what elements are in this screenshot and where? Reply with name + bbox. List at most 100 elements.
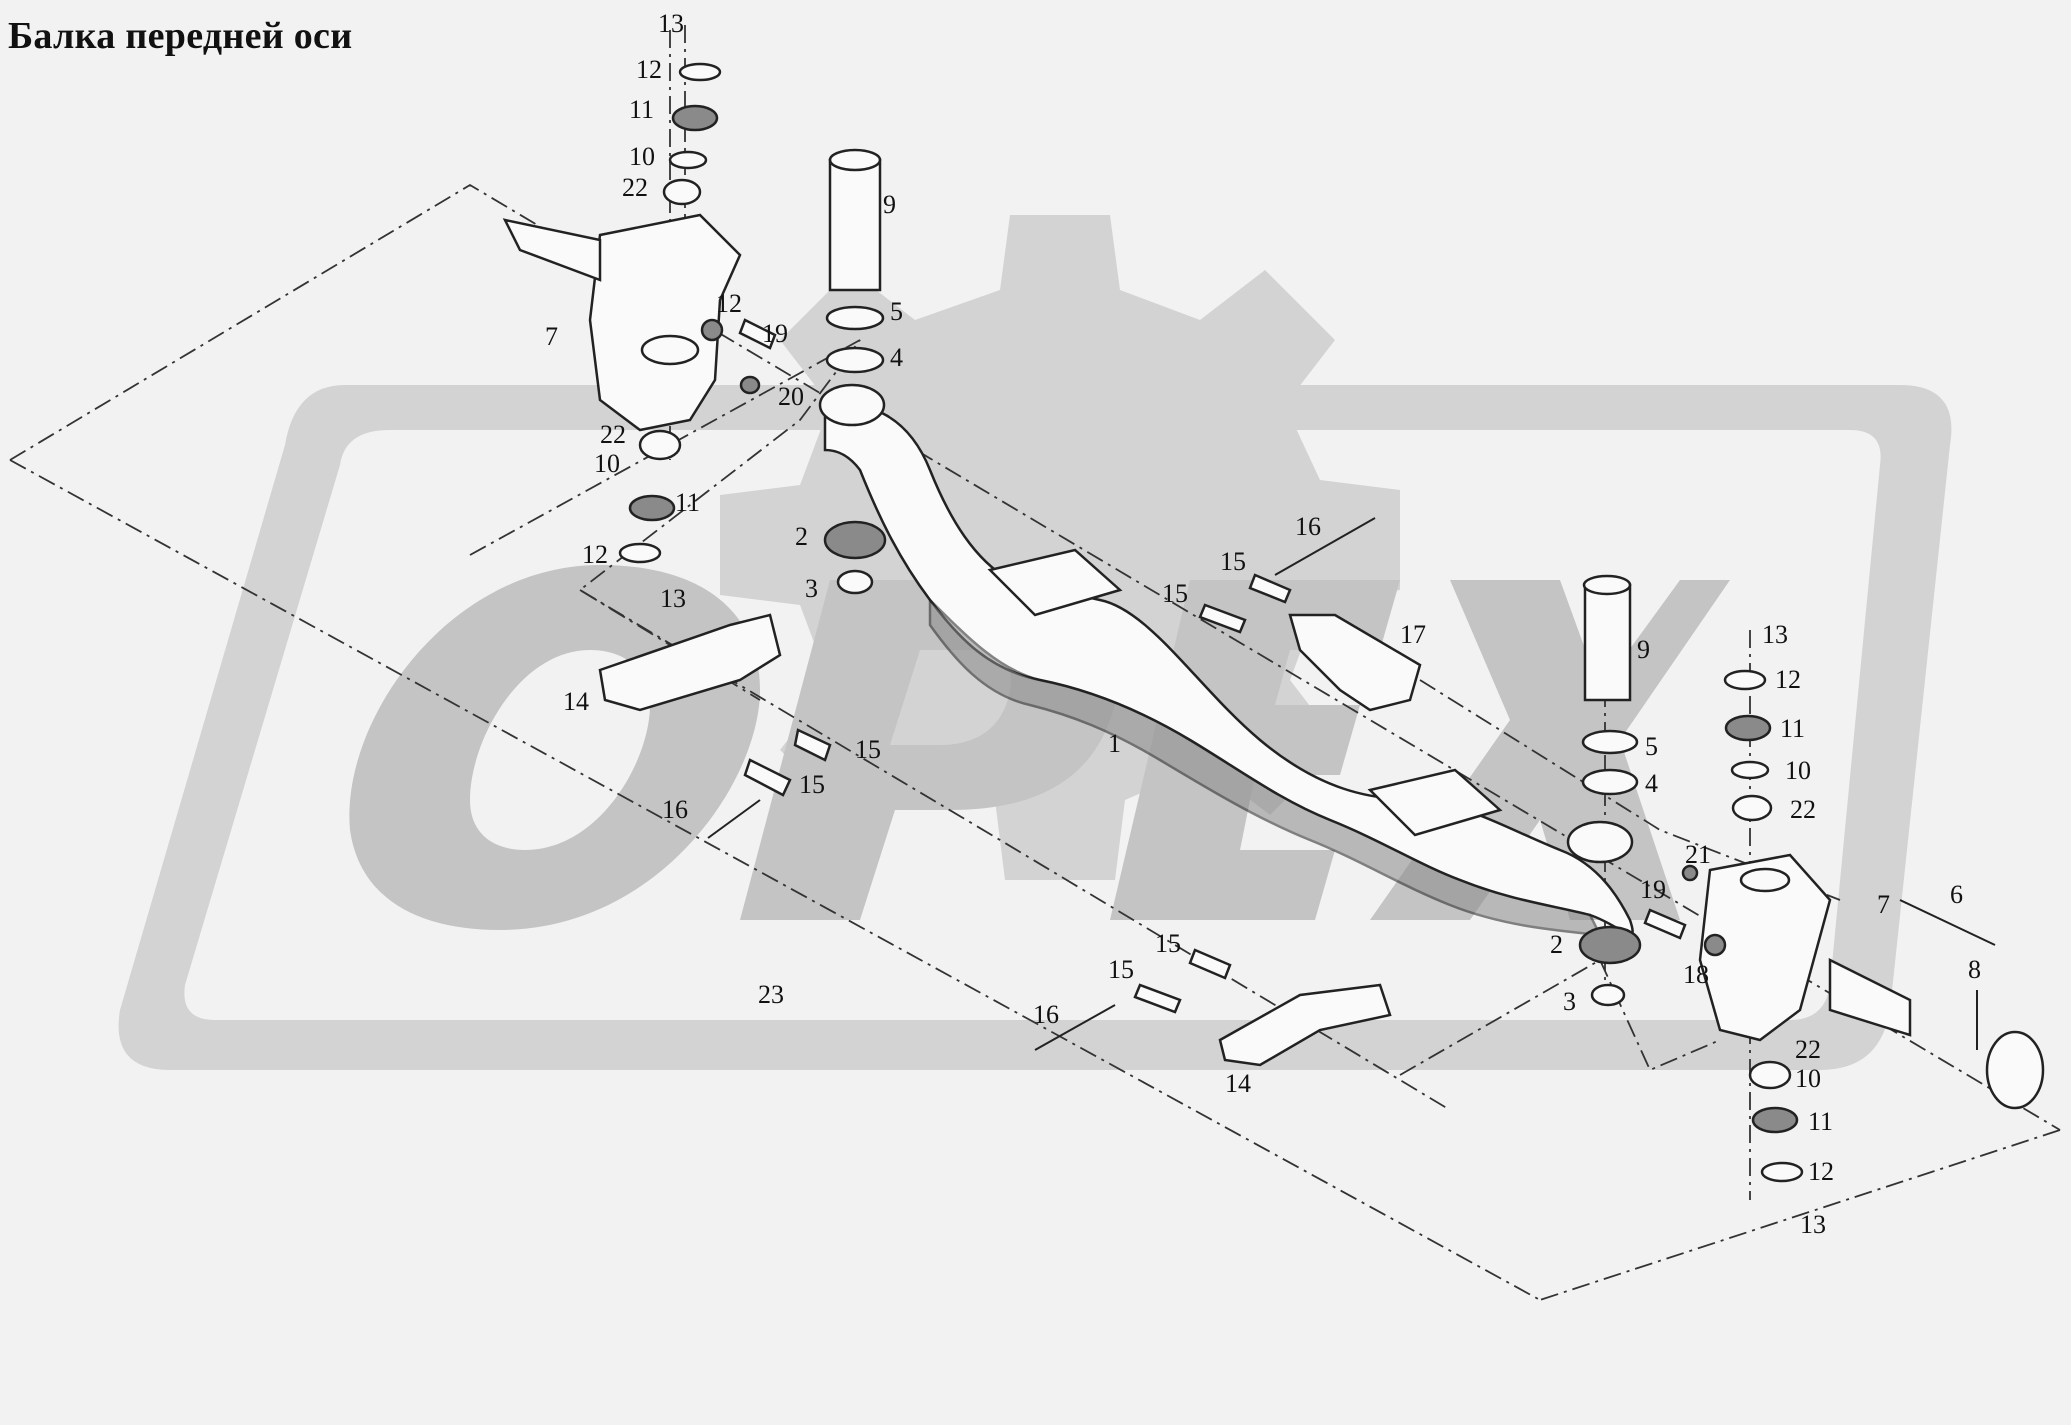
steering-knuckles: [502, 213, 1912, 1042]
leader-16-left: [707, 799, 761, 839]
grease-nipple-21: [1681, 864, 1699, 882]
callout-13: 13: [1800, 1210, 1826, 1239]
bolt-15-a: [793, 728, 832, 762]
callout-23: 23: [758, 980, 784, 1009]
front-axle-beam: [818, 383, 1634, 937]
bolts: [700, 318, 1727, 1014]
callout-22: 22: [1795, 1035, 1821, 1064]
kingpin-right-top: [1582, 574, 1632, 596]
knuckle-right-bore: [1739, 867, 1791, 893]
callout-16: 16: [1295, 512, 1321, 541]
callout-22: 22: [600, 420, 626, 449]
callout-4: 4: [1645, 769, 1658, 798]
callout-13: 13: [658, 9, 684, 38]
steering-arm-14-right: [1218, 983, 1392, 1067]
bolt-15-d: [1248, 573, 1292, 604]
axis-frame-right: [1539, 1129, 2061, 1301]
bush-22-right-bottom: [1748, 1060, 1792, 1090]
bolt-19-left: [738, 318, 777, 350]
bolt-15-b: [743, 758, 792, 797]
ring-10-right-top: [1730, 760, 1770, 780]
ring-10-top-left: [668, 150, 708, 170]
leader-16-top: [1274, 517, 1376, 576]
callout-6: 6: [1950, 880, 1963, 909]
callout-5: 5: [1645, 732, 1658, 761]
nut-3-right: [1590, 983, 1626, 1007]
cap-11-bottom-left: [628, 494, 676, 522]
bearing-2-left: [823, 520, 887, 560]
callout-13: 13: [660, 584, 686, 613]
callout-9: 9: [883, 190, 896, 219]
knuckle-left-bore: [640, 334, 700, 366]
washer-5-right: [1581, 729, 1639, 755]
steering-arms: [598, 613, 1422, 1067]
callout-21: 21: [1685, 840, 1711, 869]
callout-14: 14: [563, 687, 589, 716]
watermark-frame: [118, 385, 1952, 1070]
callout-16: 16: [1033, 1000, 1059, 1029]
steering-arm-17: [1288, 613, 1422, 712]
callout-10: 10: [629, 142, 655, 171]
axis-right-box: [1399, 958, 1721, 1076]
callout-17: 17: [1400, 620, 1426, 649]
callout-5: 5: [890, 297, 903, 326]
kingpin-left: [828, 158, 882, 292]
cap-11-right-bottom: [1751, 1106, 1799, 1134]
callout-8: 8: [1968, 955, 1981, 984]
plug-18-right: [1703, 933, 1727, 957]
bolt-19-right: [1643, 908, 1687, 940]
leader-6: [1899, 899, 1996, 946]
washer-12-bottom-left: [618, 542, 662, 564]
callout-14: 14: [1225, 1069, 1251, 1098]
callout-19: 19: [1640, 875, 1666, 904]
callout-20: 20: [778, 382, 804, 411]
axle-beam-right-eye: [1566, 820, 1634, 864]
leader-16-bottom: [1034, 1004, 1116, 1051]
callout-15: 15: [799, 770, 825, 799]
callout-15: 15: [1155, 929, 1181, 958]
callout-22: 22: [622, 173, 648, 202]
callout-18: 18: [1683, 960, 1709, 989]
callout-3: 3: [1563, 987, 1576, 1016]
callout-15: 15: [1220, 547, 1246, 576]
cap-11-top-left: [671, 104, 719, 132]
washer-stacks: [618, 62, 2045, 1183]
callouts: 13 12 11 10 22 7 12 19 20 22 10 11 12 13…: [545, 9, 1981, 1239]
bolt-15-f: [1133, 983, 1182, 1014]
seal-ring-8: [1985, 1030, 2045, 1110]
bush-22-right-top: [1731, 794, 1773, 822]
callout-15: 15: [1162, 579, 1188, 608]
knuckle-left-spindle: [502, 218, 602, 282]
bush-22-top-left: [662, 178, 702, 206]
washer-4-left: [825, 346, 885, 374]
knuckle-right: [1698, 853, 1832, 1042]
callout-12: 12: [1775, 665, 1801, 694]
knuckle-left: [588, 213, 742, 432]
steering-arm-14-left: [598, 613, 782, 712]
spring-pad-left: [987, 548, 1123, 617]
callout-2: 2: [795, 522, 808, 551]
watermark-letter-o: [349, 565, 760, 930]
callout-12: 12: [582, 540, 608, 569]
washer-12-right-bottom: [1760, 1161, 1804, 1183]
bearing-2-right: [1578, 925, 1642, 965]
callout-9: 9: [1637, 635, 1650, 664]
callout-19: 19: [762, 319, 788, 348]
leader-lines: [707, 517, 1996, 1051]
callout-10: 10: [594, 449, 620, 478]
callout-11: 11: [675, 488, 700, 517]
knuckle-right-spindle: [1828, 957, 1912, 1037]
callout-1: 1: [1108, 729, 1121, 758]
callout-12: 12: [636, 55, 662, 84]
cap-11-right-top: [1724, 714, 1772, 742]
washer-12-right-top: [1723, 669, 1767, 691]
bush-22-bottom-left: [638, 429, 682, 461]
callout-7: 7: [545, 322, 558, 351]
washer-4-right: [1581, 768, 1639, 796]
bolt-15-c: [1198, 603, 1247, 634]
callout-12: 12: [1808, 1157, 1834, 1186]
callout-15: 15: [1108, 955, 1134, 984]
axis-frame-top: [9, 183, 2061, 1131]
callout-15: 15: [855, 735, 881, 764]
